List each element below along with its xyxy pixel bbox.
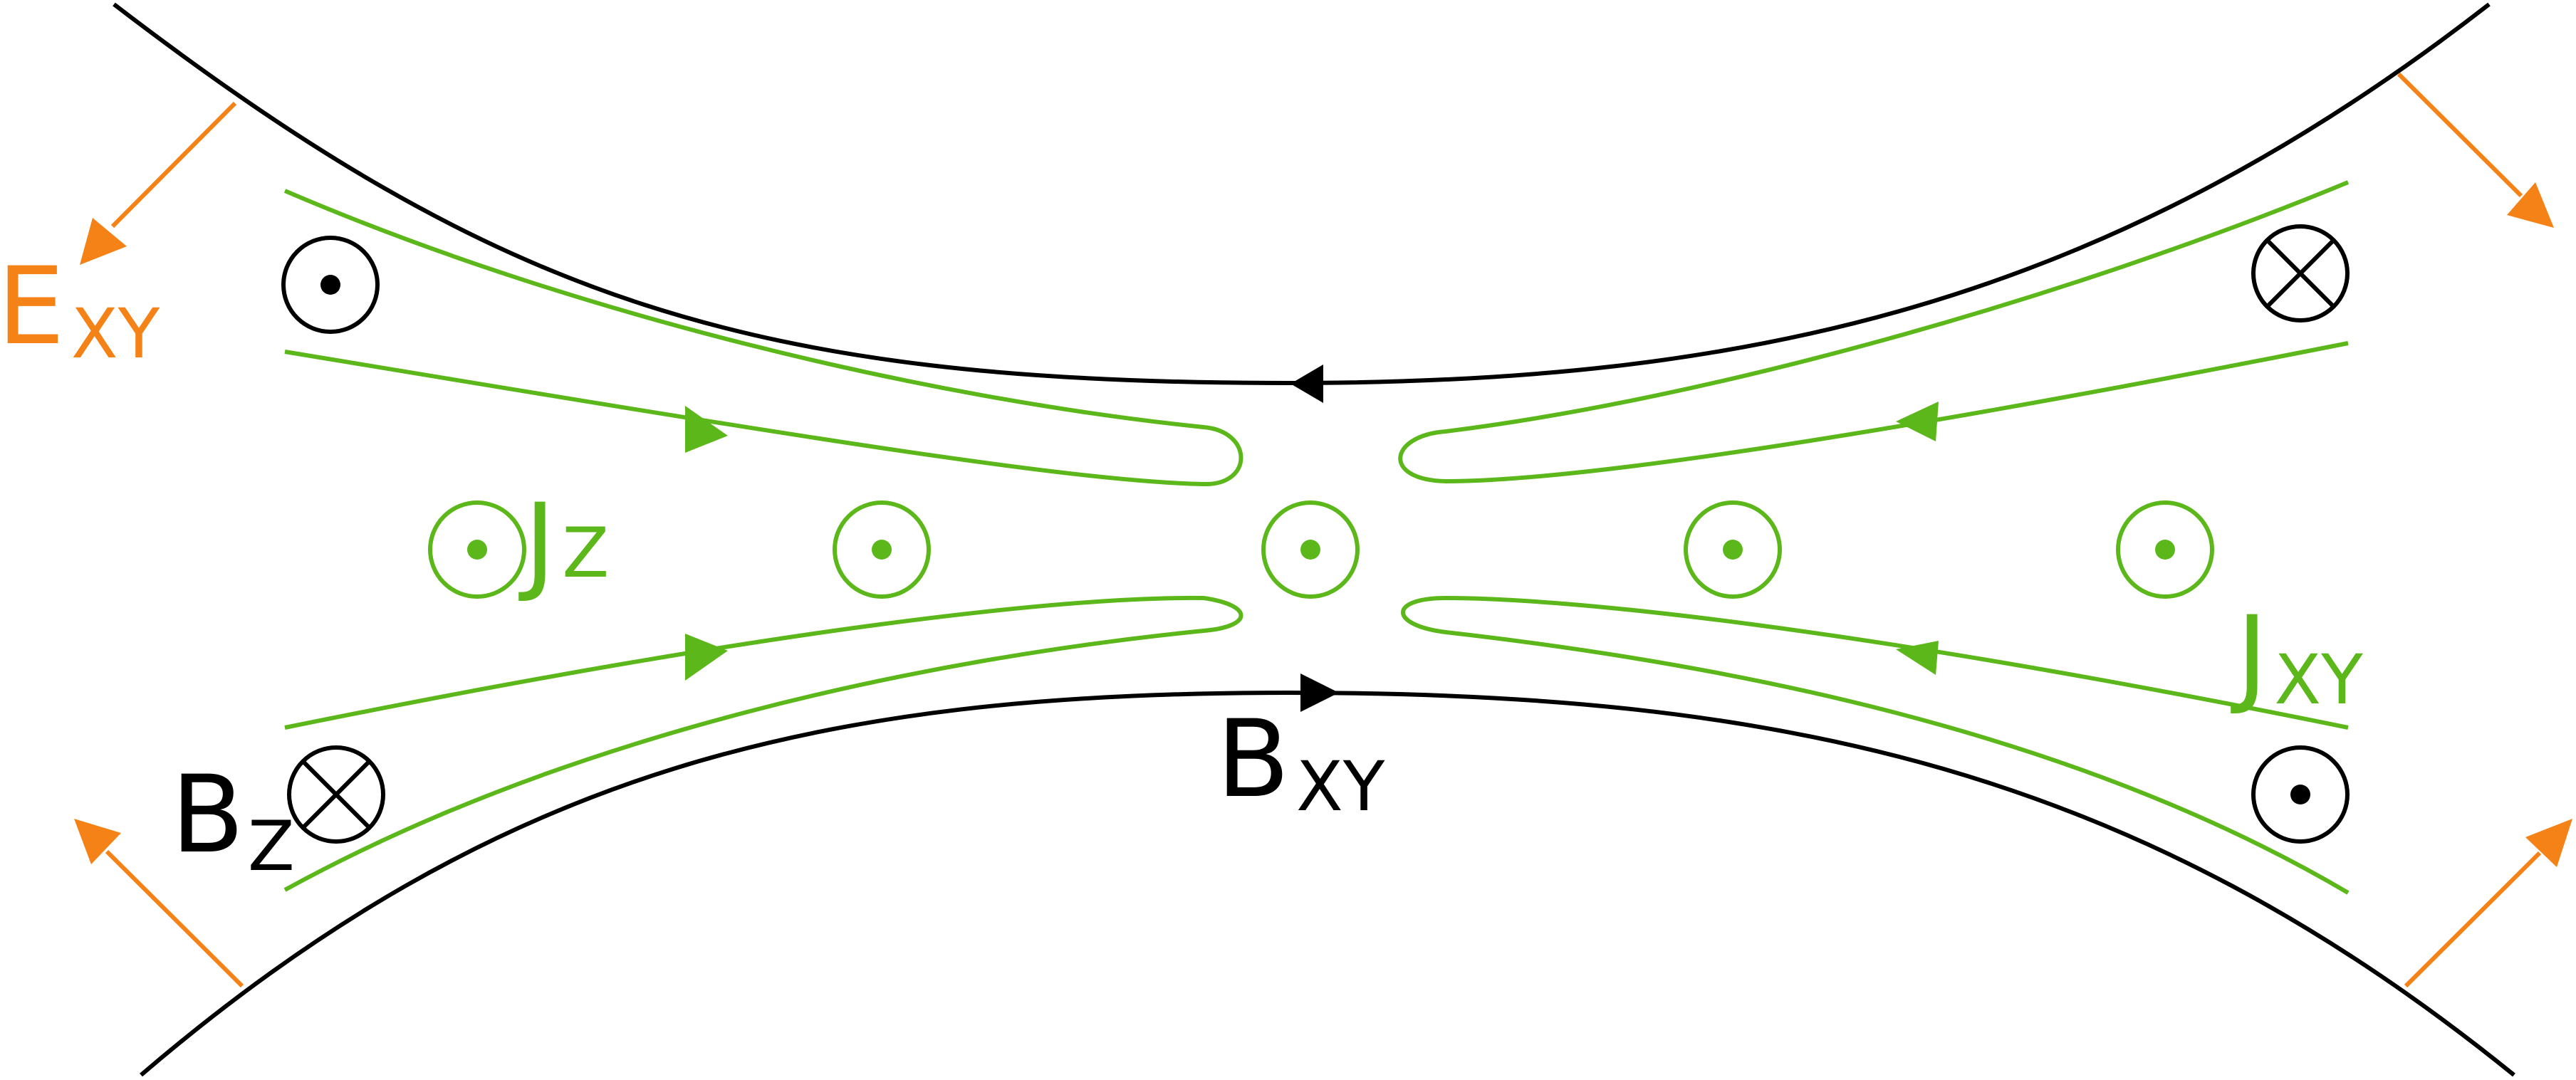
jz-symbols <box>428 500 2214 599</box>
e-field-arrow-lower-left-icon <box>74 819 244 988</box>
lower-field-line <box>140 690 2515 1077</box>
dot-in-circle-icon <box>428 500 526 599</box>
current-arrows <box>685 402 1939 681</box>
cross-in-circle-icon <box>287 745 385 844</box>
dot-in-circle-icon <box>833 500 931 599</box>
jz-label: J Z <box>518 481 609 605</box>
current-line-upper-right-outer <box>1398 180 2350 484</box>
dot-in-circle-icon <box>2116 500 2214 599</box>
lower-field-arrow-right-icon <box>1300 673 1339 712</box>
bxy-label-main: B <box>1216 698 1290 822</box>
current-lines <box>283 180 2350 895</box>
dot-in-circle-icon <box>1684 500 1782 599</box>
upper-field-line <box>113 2 2491 386</box>
e-field-arrow-upper-left-icon <box>80 101 237 265</box>
current-arrow-lower-left-icon <box>685 634 728 681</box>
upper-field-arrow-left-icon <box>1290 365 1323 403</box>
current-line-upper-left-outer <box>283 189 1243 487</box>
current-arrow-upper-right-icon <box>1896 402 1939 441</box>
jxy-label-main: J <box>2231 594 2268 718</box>
bz-label: B Z <box>171 753 295 886</box>
cross-in-circle-icon <box>2251 224 2350 323</box>
dot-in-circle-icon <box>2251 745 2350 844</box>
e-field-label-main: E <box>0 245 65 369</box>
bz-symbols <box>281 224 2350 844</box>
current-line-lower-left-outer <box>283 595 1243 892</box>
e-field-label: E XY <box>0 245 160 374</box>
dot-in-circle-icon <box>281 236 380 334</box>
current-arrow-upper-left-icon <box>685 406 728 453</box>
e-field-arrow-lower-right-icon <box>2404 819 2572 988</box>
e-field-arrows <box>74 72 2572 988</box>
e-field-arrow-upper-right-icon <box>2397 72 2554 228</box>
dot-in-circle-icon <box>1261 500 1360 599</box>
bxy-label: B XY <box>1216 698 1385 827</box>
jxy-label-sub: XY <box>2274 640 2363 720</box>
current-line-lower-right-outer <box>1401 595 2350 895</box>
jxy-label: J XY <box>2231 594 2363 720</box>
bz-label-main: B <box>171 753 244 877</box>
current-arrow-lower-right-icon <box>1896 641 1939 675</box>
jz-label-main: J <box>518 481 556 605</box>
e-field-label-sub: XY <box>71 294 160 374</box>
bz-label-sub: Z <box>248 807 295 886</box>
bxy-label-sub: XY <box>1296 747 1385 827</box>
jz-label-sub: Z <box>562 513 609 593</box>
